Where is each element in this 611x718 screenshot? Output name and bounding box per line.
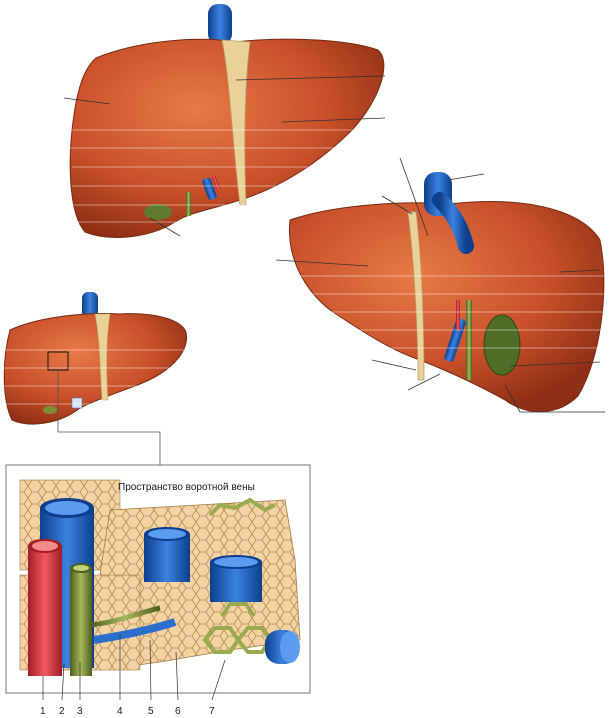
portal-space-inset: Пространство воротной вены	[5, 464, 311, 717]
number-6: 6	[175, 706, 181, 717]
gallbladder-top	[144, 204, 172, 220]
ivc-branch	[432, 192, 474, 254]
lymph-vessel-right	[265, 630, 300, 664]
hepatic-artery-tube	[28, 539, 62, 676]
hepatic-artery-visceral	[456, 300, 460, 330]
hepatic-artery-top	[211, 175, 221, 191]
guide-lines-visceral	[292, 275, 604, 349]
bile-duct-tube	[70, 563, 92, 676]
liver-small-view	[0, 292, 190, 465]
liver-visceral-shape	[288, 201, 605, 413]
bile-ductule-branch	[89, 605, 161, 628]
liver-anterior-shape	[69, 38, 385, 238]
pointer-lines-visceral	[275, 157, 605, 413]
number-7: 7	[209, 706, 215, 717]
central-vein-1	[144, 527, 190, 582]
round-ligament-visceral	[407, 211, 425, 381]
liver-visceral-view	[275, 157, 605, 413]
guide-lines-small	[0, 349, 190, 405]
inset-numbers: 1 2 3 4 5 6 7	[40, 706, 215, 717]
vessels-small	[71, 397, 83, 409]
gallbladder-small	[43, 406, 57, 414]
portal-vein-visceral	[444, 318, 466, 362]
number-5: 5	[148, 706, 154, 717]
portal-vein-branch	[93, 618, 177, 644]
guide-lines-top	[70, 129, 380, 223]
number-4: 4	[117, 706, 123, 717]
bile-duct-visceral	[466, 300, 472, 380]
number-1: 1	[40, 706, 46, 717]
ligament-small	[94, 313, 111, 401]
inferior-vena-cava-top	[208, 4, 232, 44]
central-vein-2	[210, 555, 262, 602]
pointer-lines-top	[63, 75, 386, 237]
number-2: 2	[59, 706, 65, 717]
number-3: 3	[77, 706, 83, 717]
ivc-small	[82, 292, 98, 318]
portal-vein-top	[202, 177, 217, 200]
liver-anterior-view	[63, 4, 386, 238]
liver-small-shape	[3, 313, 187, 425]
portal-space-label: Пространство воротной вены	[118, 482, 255, 493]
inset-pointer-lines	[42, 634, 226, 701]
zoom-connector	[57, 370, 161, 465]
bile-duct-top	[186, 192, 191, 216]
